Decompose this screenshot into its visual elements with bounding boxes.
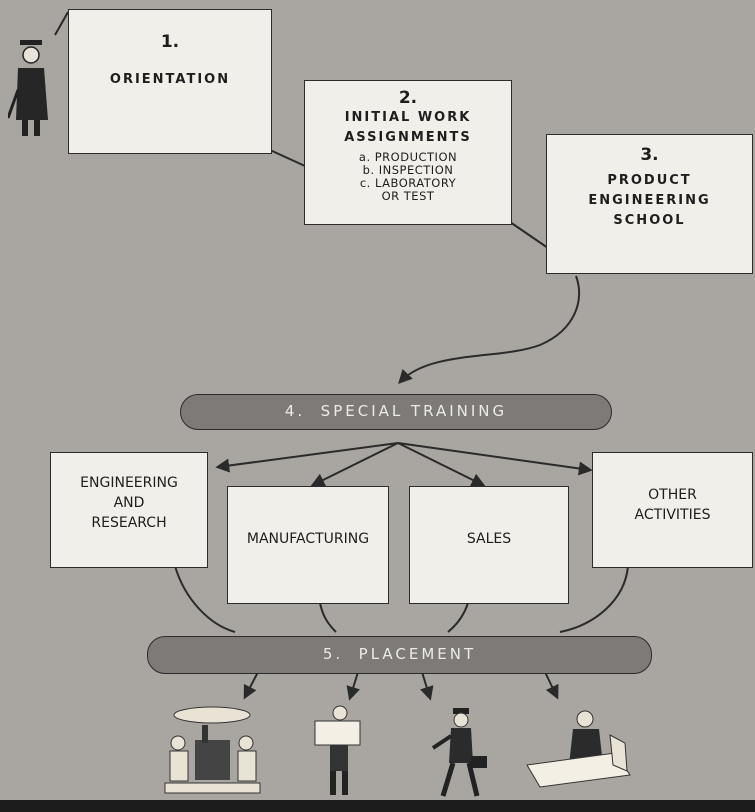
product-engineering-title-line1: PRODUCT xyxy=(607,173,692,188)
engineering-label-line3: RESEARCH xyxy=(91,515,167,531)
arrow-to-figure-3 xyxy=(420,671,434,701)
orientation-title: ORIENTATION xyxy=(109,72,231,87)
arrow-to-figure-4 xyxy=(544,671,559,700)
sales-label: SALES xyxy=(466,531,512,547)
bottom-edge xyxy=(0,800,755,812)
orientation-box: 1. ORIENTATION xyxy=(68,9,272,154)
graduate-figure xyxy=(8,40,48,136)
other-activities-box: OTHER ACTIVITIES xyxy=(592,452,753,568)
initial-work-item-laboratory: c. LABORATORY xyxy=(359,176,457,190)
arrow-to-engineering xyxy=(215,442,399,473)
special-training-label: 4. SPECIAL TRAINING xyxy=(284,402,508,420)
connector-sales-to-placement xyxy=(447,602,469,633)
arrow-to-other xyxy=(397,442,593,476)
man-with-blueprint-figure xyxy=(314,705,361,795)
connector-2-to-3 xyxy=(509,221,549,249)
initial-work-title-line2: ASSIGNMENTS xyxy=(344,130,472,145)
office-worker-figure xyxy=(526,710,631,788)
engineers-at-desk-figure xyxy=(164,706,261,794)
other-label-line1: OTHER xyxy=(648,487,697,503)
product-engineering-school-box: 3. PRODUCT ENGINEERING SCHOOL xyxy=(546,134,753,274)
connector-1-to-2 xyxy=(269,149,306,167)
product-engineering-title-line3: SCHOOL xyxy=(613,213,686,228)
initial-work-item-production: a. PRODUCTION xyxy=(358,150,458,164)
manufacturing-label: MANUFACTURING xyxy=(246,531,370,547)
manufacturing-box: MANUFACTURING xyxy=(227,486,389,604)
connector-graduate-to-orientation xyxy=(54,11,69,36)
arrow-to-sales xyxy=(397,442,486,487)
connector-manufacturing-to-placement xyxy=(319,602,337,633)
connector-3-to-4 xyxy=(398,275,581,385)
placement-bar: 5. PLACEMENT xyxy=(147,636,652,674)
engineering-research-box: ENGINEERING AND RESEARCH xyxy=(50,452,208,568)
connector-engineering-to-placement xyxy=(174,565,236,633)
product-engineering-title-line2: ENGINEERING xyxy=(588,193,711,208)
initial-work-title-line1: INITIAL WORK xyxy=(344,110,472,125)
initial-work-assignments-box: 2. INITIAL WORK ASSIGNMENTS a. PRODUCTIO… xyxy=(304,80,512,225)
initial-work-item-inspection: b. INSPECTION xyxy=(362,163,454,177)
other-label-line2: ACTIVITIES xyxy=(634,507,711,523)
product-engineering-number: 3. xyxy=(640,145,659,165)
orientation-number: 1. xyxy=(160,32,180,52)
arrow-to-manufacturing xyxy=(310,442,399,487)
placement-label: 5. PLACEMENT xyxy=(322,645,477,663)
engineering-label-line2: AND xyxy=(113,495,145,511)
arrow-to-figure-1 xyxy=(243,671,259,700)
connector-other-to-placement xyxy=(559,565,629,633)
salesman-with-briefcase-figure xyxy=(431,708,487,797)
arrow-to-figure-2 xyxy=(346,671,360,701)
engineering-label-line1: ENGINEERING xyxy=(80,475,178,491)
special-training-bar: 4. SPECIAL TRAINING xyxy=(180,394,612,430)
sales-box: SALES xyxy=(409,486,569,604)
initial-work-number: 2. xyxy=(398,88,418,108)
initial-work-item-test: OR TEST xyxy=(381,189,435,203)
